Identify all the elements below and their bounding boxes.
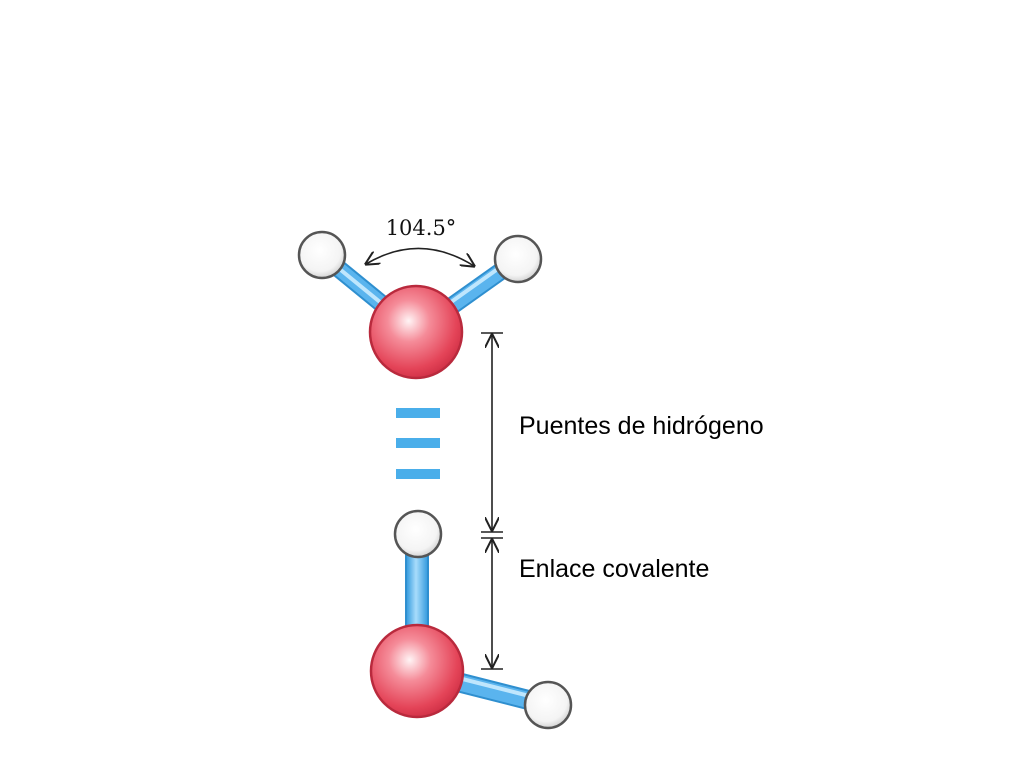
bottom-right-hydrogen-atom: [523, 680, 573, 730]
bottom-vertical-oh-bond: [405, 540, 429, 640]
top-left-hydrogen-atom: [297, 230, 347, 280]
bottom-oxygen-atom: [369, 623, 465, 719]
covalent-bond-dimension: [481, 537, 503, 670]
hydrogen-bond-label: Puentes de hidrógeno: [519, 412, 764, 440]
hbond-dash: [396, 438, 440, 448]
hydrogen-bond-dimension: [481, 332, 503, 533]
hbond-dash: [396, 408, 440, 418]
hydrogen-bond-dashes: [396, 408, 440, 479]
covalent-bond-label: Enlace covalente: [519, 555, 710, 583]
bottom-water-molecule: [369, 509, 573, 730]
bond-angle-label: 104.5°: [386, 216, 457, 240]
hbond-dash: [396, 469, 440, 479]
top-water-molecule: 104.5°: [297, 216, 543, 380]
bottom-top-hydrogen-atom: [393, 509, 443, 559]
bond-angle-arc: [366, 247, 474, 266]
top-right-hydrogen-atom: [493, 234, 543, 284]
top-oxygen-atom: [368, 284, 464, 380]
